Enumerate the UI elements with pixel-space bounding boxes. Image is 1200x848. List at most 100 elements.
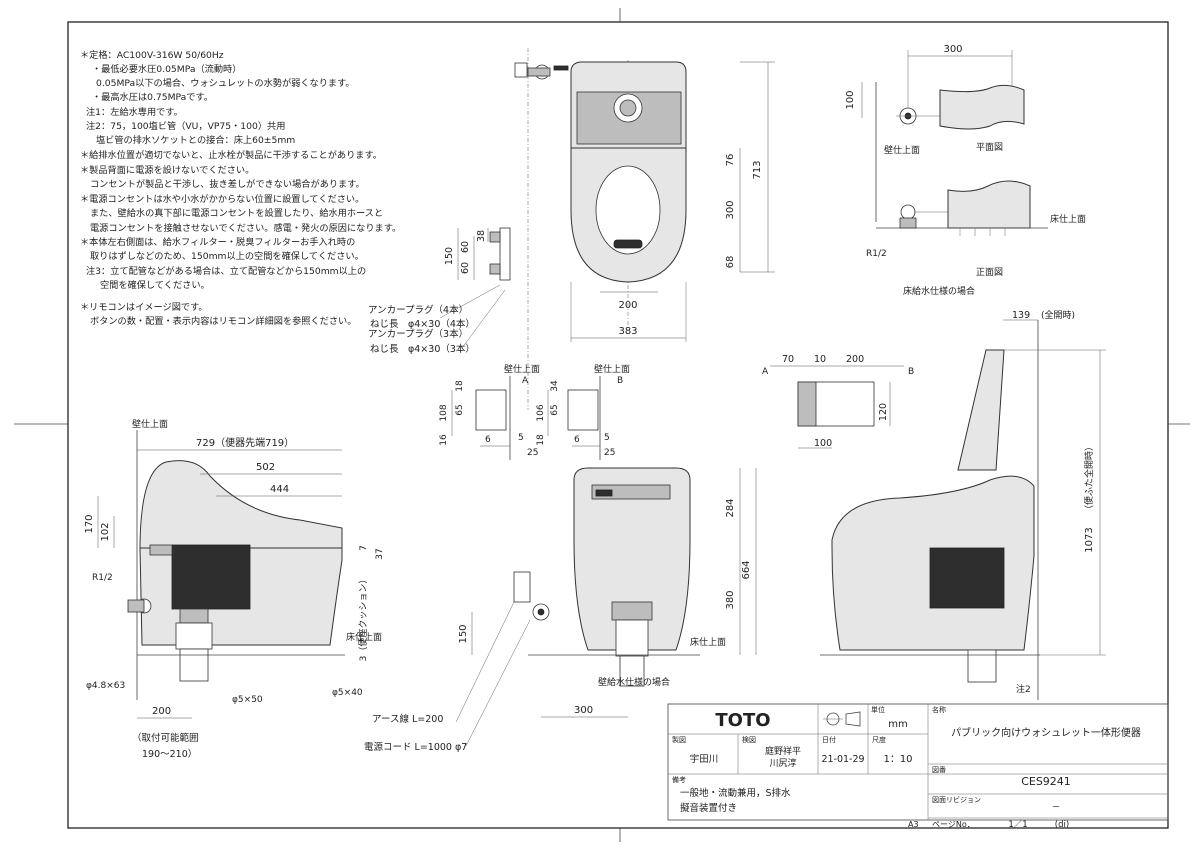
svg-text:R1/2: R1/2 [92, 573, 113, 583]
svg-text:300: 300 [574, 705, 593, 716]
svg-text:備考: 備考 [672, 775, 686, 784]
svg-text:37: 37 [375, 548, 385, 559]
floor-supply-front: 床仕上面 R1/2 正面図 床給水仕様の場合 [866, 180, 1086, 297]
svg-text:713: 713 [752, 160, 763, 179]
svg-text:100: 100 [845, 90, 856, 109]
drawing-frame [67, 21, 1169, 829]
svg-text:34: 34 [550, 380, 560, 392]
svg-text:200: 200 [152, 706, 171, 717]
svg-text:60: 60 [460, 262, 471, 274]
svg-text:190～210）: 190～210） [142, 748, 197, 760]
svg-text:150: 150 [458, 624, 469, 643]
svg-text:A: A [522, 376, 529, 386]
svg-text:単位: 単位 [871, 705, 885, 714]
side-view-right: 139 (全開時) 1073 （便ふた全開時） 注2 [820, 309, 1106, 700]
svg-text:664: 664 [741, 560, 752, 579]
svg-text:5: 5 [604, 433, 610, 443]
svg-text:ねじ長 φ4×30（4本）: ねじ長 φ4×30（4本） [370, 318, 475, 330]
svg-text:正面図: 正面図 [976, 267, 1003, 278]
svg-text:＊電源コンセントは水や小水がかからない位置に設置してください: ＊電源コンセントは水や小水がかからない位置に設置してください。 [80, 193, 364, 205]
svg-text:170: 170 [84, 514, 95, 533]
svg-text:φ4.8×63: φ4.8×63 [86, 681, 125, 691]
svg-text:φ5×40: φ5×40 [332, 688, 363, 698]
remote-plan-detail: A B 70 10 200 120 100 [762, 354, 914, 449]
svg-text:18: 18 [536, 434, 546, 446]
svg-text:ねじ長 φ4×30（3本）: ねじ長 φ4×30（3本） [370, 343, 475, 355]
svg-text:床仕上面: 床仕上面 [346, 631, 382, 643]
svg-text:60: 60 [460, 241, 471, 253]
svg-text:18: 18 [455, 380, 465, 392]
svg-text:ボタンの数・配置・表示内容はリモコン詳細図を参照ください。: ボタンの数・配置・表示内容はリモコン詳細図を参照ください。 [90, 315, 356, 327]
svg-text:150: 150 [444, 247, 455, 265]
svg-text:106: 106 [536, 404, 546, 421]
svg-text:(di): (di) [1055, 820, 1069, 830]
svg-text:－: － [1051, 803, 1060, 813]
svg-text:0.05MPa以下の場合、ウォシュレットの水勢が弱くなります: 0.05MPa以下の場合、ウォシュレットの水勢が弱くなります。 [96, 77, 355, 89]
svg-text:平面図: 平面図 [976, 142, 1003, 153]
svg-text:A: A [762, 367, 769, 377]
svg-text:ページNo．: ページNo． [932, 820, 975, 829]
svg-text:65: 65 [550, 404, 560, 415]
svg-text:100: 100 [814, 438, 832, 449]
svg-text:注1：左給水専用です。: 注1：左給水専用です。 [86, 106, 183, 118]
svg-text:284: 284 [725, 498, 736, 517]
svg-text:宇田川: 宇田川 [690, 753, 719, 765]
title-block: TOTO 単位 mm 名称 パブリック向けウォシュレット一体形便器 製図 宇田川… [667, 703, 1169, 830]
bracket-detail-b: 壁仕上面 B 106 34 65 18 6 5 25 [536, 363, 630, 460]
svg-text:380: 380 [725, 590, 736, 609]
svg-text:＊リモコンはイメージ図です。: ＊リモコンはイメージ図です。 [80, 302, 208, 313]
svg-text:床仕上面: 床仕上面 [690, 636, 726, 648]
svg-text:＊本体左右側面は、給水フィルター・脱臭フィルターお手入れ時の: ＊本体左右側面は、給水フィルター・脱臭フィルターお手入れ時の [80, 236, 355, 248]
svg-text:尺度: 尺度 [872, 735, 886, 744]
svg-text:1073: 1073 [1084, 527, 1095, 552]
svg-text:21-01-29: 21-01-29 [821, 754, 864, 765]
front-view: 284 664 380 150 300 床仕上面 壁給水仕様の場合 アース線 L… [364, 467, 757, 753]
svg-text:注2: 注2 [1016, 683, 1031, 695]
svg-text:＊製品背面に電源を設けないでください。: ＊製品背面に電源を設けないでください。 [80, 164, 254, 176]
svg-text:一般地・流動兼用，S排水: 一般地・流動兼用，S排水 [680, 787, 791, 799]
svg-text:139: 139 [1012, 310, 1030, 321]
svg-text:アース線 L=200: アース線 L=200 [372, 713, 443, 725]
svg-text:アンカープラグ（4本）: アンカープラグ（4本） [368, 304, 468, 316]
svg-text:川尻淳: 川尻淳 [769, 757, 796, 769]
svg-text:日付: 日付 [822, 735, 836, 744]
svg-text:空間を確保してください。: 空間を確保してください。 [100, 279, 210, 291]
plan-view-toilet: 713 76 300 68 200 383 [514, 48, 775, 410]
svg-text:444: 444 [270, 484, 289, 495]
svg-text:B: B [617, 376, 623, 386]
svg-text:1／1: 1／1 [1008, 820, 1027, 830]
svg-text:注2：75，100塩ビ管（VU，VP75・100）共用: 注2：75，100塩ビ管（VU，VP75・100）共用 [86, 120, 285, 132]
svg-text:6: 6 [574, 435, 580, 445]
svg-text:検図: 検図 [742, 735, 756, 744]
svg-text:庭野祥平: 庭野祥平 [765, 745, 801, 757]
svg-text:CES9241: CES9241 [1021, 775, 1071, 788]
svg-text:床給水仕様の場合: 床給水仕様の場合 [903, 285, 975, 297]
svg-text:図番: 図番 [932, 766, 946, 774]
svg-text:電源コード L=1000 φ7: 電源コード L=1000 φ7 [364, 742, 467, 753]
general-notes: ＊定格：AC100V-316W 50/60Hz ・最低必要水圧0.05MPa（流… [80, 49, 401, 327]
svg-text:アンカープラグ（3本）: アンカープラグ（3本） [368, 328, 468, 340]
svg-text:120: 120 [878, 403, 889, 421]
svg-text:（取付可能範囲: （取付可能範囲 [132, 732, 199, 744]
svg-text:パブリック向けウォシュレット一体形便器: パブリック向けウォシュレット一体形便器 [951, 726, 1141, 739]
svg-text:25: 25 [527, 448, 538, 458]
svg-text:図面リビジョン: 図面リビジョン [932, 795, 981, 804]
svg-text:7: 7 [359, 545, 369, 551]
svg-text:76: 76 [725, 154, 736, 167]
svg-text:名称: 名称 [932, 705, 946, 714]
svg-text:502: 502 [256, 462, 275, 473]
svg-text:mm: mm [888, 719, 907, 730]
svg-text:注3：立て配管などがある場合は、立て配管などから150mm以: 注3：立て配管などがある場合は、立て配管などから150mm以上の [86, 265, 366, 277]
svg-text:（便ふた全開時）: （便ふた全開時） [1083, 442, 1095, 514]
svg-text:また、壁給水の真下部に電源コンセントを設置したり、給水用ホー: また、壁給水の真下部に電源コンセントを設置したり、給水用ホースと [90, 207, 383, 219]
svg-text:R1/2: R1/2 [866, 249, 887, 259]
svg-text:102: 102 [100, 522, 111, 541]
svg-text:300: 300 [725, 200, 736, 219]
svg-text:6: 6 [485, 435, 491, 445]
svg-text:16: 16 [439, 434, 449, 446]
svg-text:108: 108 [439, 404, 449, 421]
svg-text:・最高水圧は0.75MPaです。: ・最高水圧は0.75MPaです。 [92, 91, 213, 103]
svg-text:3（便座クッション）: 3（便座クッション） [357, 575, 369, 662]
svg-text:38: 38 [476, 230, 487, 242]
